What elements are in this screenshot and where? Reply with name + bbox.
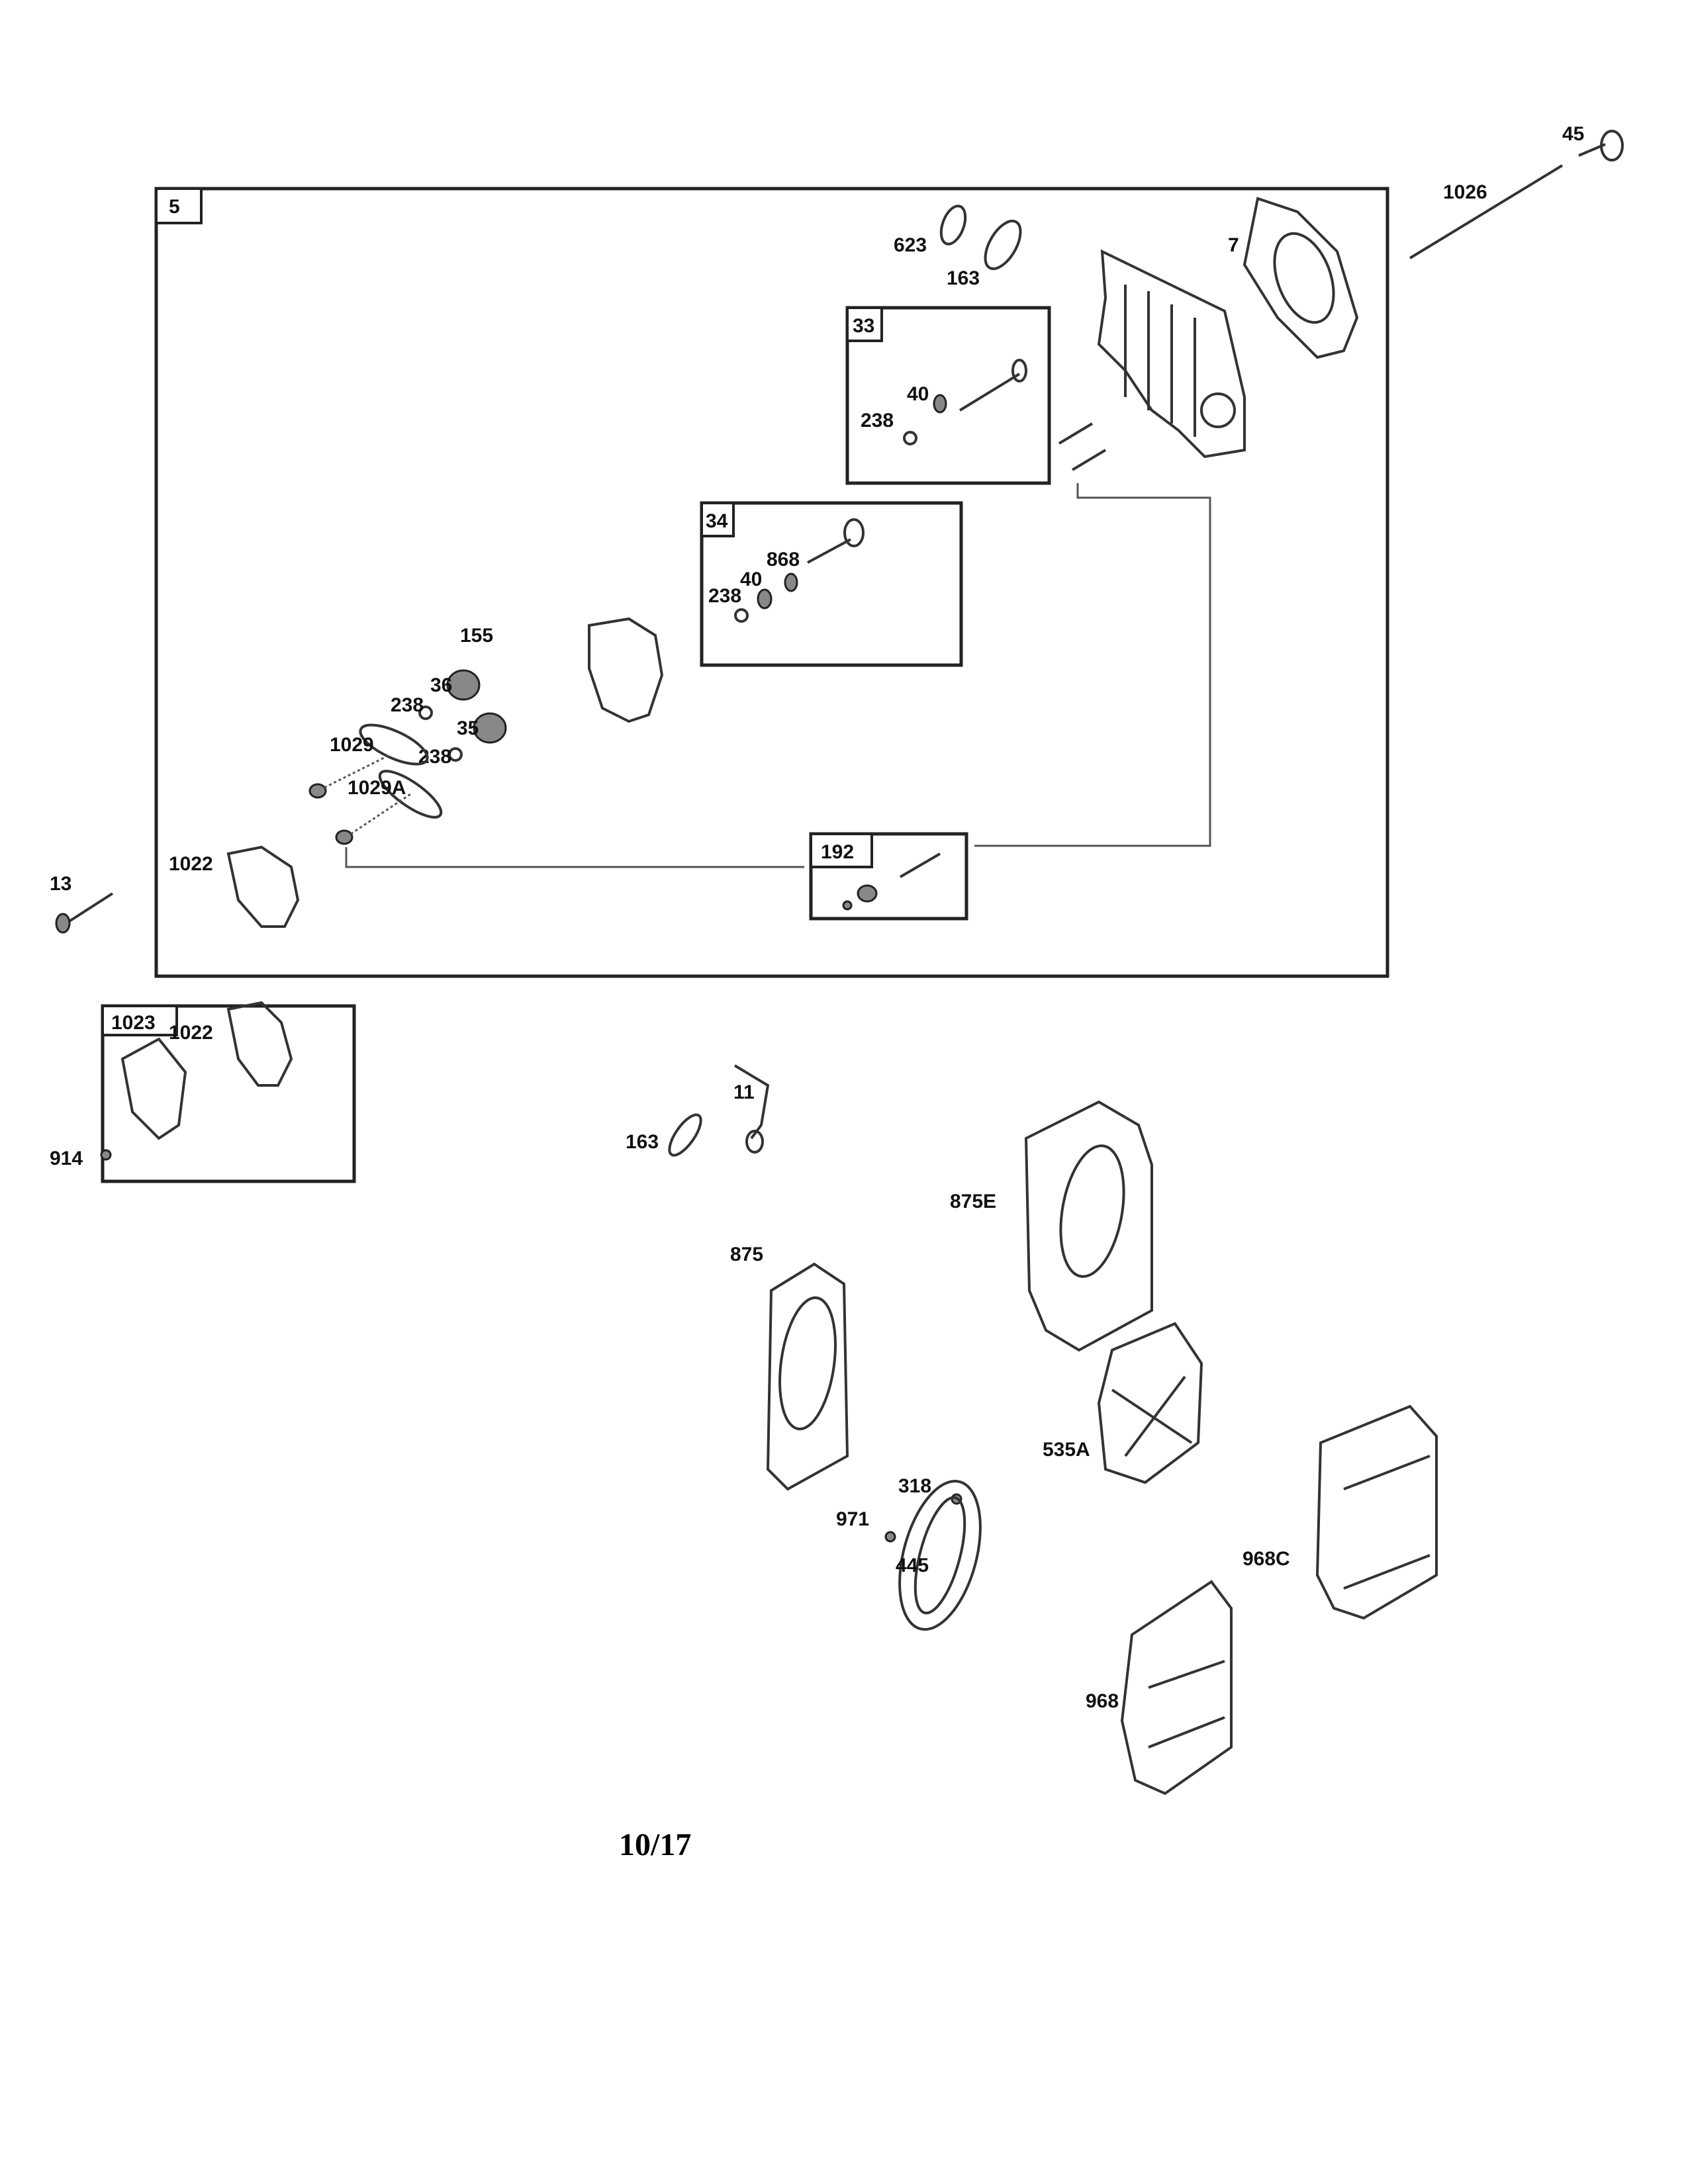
part-1029A-rocker-arm: 1029A xyxy=(348,770,443,819)
part-535A-pre-cleaner: 535A xyxy=(1043,1322,1203,1484)
part-875-air-cleaner-base: 875 xyxy=(730,1244,849,1491)
group-label-1023: 1023 xyxy=(111,1012,156,1034)
part-623-ring: 623 xyxy=(894,205,967,256)
part-label-155: 155 xyxy=(460,625,493,647)
part-238-retainer-c: 238 xyxy=(391,694,433,720)
rocker-studs xyxy=(308,753,411,845)
part-label-1022-kit: 1022 xyxy=(169,1022,213,1044)
part-label-318: 318 xyxy=(898,1475,931,1497)
part-label-1029A: 1029A xyxy=(348,777,406,799)
part-label-238-c: 238 xyxy=(391,694,424,716)
part-label-40-b: 40 xyxy=(740,569,762,590)
part-155-valve-cover: 155 xyxy=(460,617,664,723)
part-label-1022-main: 1022 xyxy=(169,853,213,875)
page-number: 10/17 xyxy=(619,1827,692,1862)
part-label-445: 445 xyxy=(896,1555,929,1576)
part-label-1029: 1029 xyxy=(330,734,374,756)
group-label-192: 192 xyxy=(821,841,854,863)
part-445-air-filter: 445 xyxy=(896,1480,982,1631)
part-971-screw: 971 xyxy=(836,1508,896,1543)
part-875E-air-cleaner-base: 875E xyxy=(950,1100,1153,1352)
part-45-bolt: 45 xyxy=(1562,123,1624,161)
part-label-238-a: 238 xyxy=(861,410,894,432)
part-label-238-b: 238 xyxy=(708,585,741,607)
part-label-971: 971 xyxy=(836,1508,869,1530)
part-label-875: 875 xyxy=(730,1244,763,1265)
part-label-623: 623 xyxy=(894,234,927,256)
part-label-868: 868 xyxy=(767,549,800,570)
part-label-36: 36 xyxy=(430,674,452,696)
cylinder-head xyxy=(1097,249,1246,459)
rocker-stud-kit-192: 192 xyxy=(809,832,968,921)
part-label-914: 914 xyxy=(50,1148,83,1169)
part-1022-gasket-main: 1022 xyxy=(169,845,300,928)
part-36-spring: 36 xyxy=(430,669,481,701)
part-13-bolt: 13 xyxy=(50,873,114,934)
part-label-163-top: 163 xyxy=(947,267,980,289)
valve-kit-33: 33 40 238 xyxy=(845,306,1051,485)
group-label-33: 33 xyxy=(853,315,874,337)
part-163-gasket-bottom: 163 xyxy=(626,1113,702,1157)
part-label-1026: 1026 xyxy=(1443,181,1487,203)
leader-line-stud-to-192 xyxy=(345,847,804,868)
part-968C-air-cleaner-cover: 968C xyxy=(1243,1404,1438,1620)
valve-cover-kit-1023: 1023 1022 xyxy=(101,1001,356,1183)
main-assembly-frame: 5 xyxy=(154,187,1389,978)
leader-line-head-to-192 xyxy=(974,483,1211,847)
part-35-spring: 35 xyxy=(457,712,507,744)
group-label-main-assembly: 5 xyxy=(169,196,180,218)
valve-kit-34: 34 868 40 238 xyxy=(700,501,963,667)
part-label-968C: 968C xyxy=(1243,1548,1290,1570)
part-label-13: 13 xyxy=(50,873,71,895)
part-1026-rod: 1026 xyxy=(1409,164,1564,259)
part-label-35: 35 xyxy=(457,717,479,739)
part-318-screw: 318 xyxy=(898,1475,962,1505)
part-label-40-a: 40 xyxy=(907,383,929,405)
part-label-163-bottom: 163 xyxy=(626,1131,659,1153)
part-label-968: 968 xyxy=(1086,1690,1119,1712)
part-163-gasket-top: 163 xyxy=(947,219,1022,289)
part-1029-rocker-arm: 1029 xyxy=(330,723,429,766)
part-968-air-cleaner-cover: 968 xyxy=(1086,1580,1233,1796)
push-rods xyxy=(1058,422,1107,471)
part-label-535A: 535A xyxy=(1043,1439,1090,1461)
group-label-34: 34 xyxy=(706,510,728,532)
part-label-7: 7 xyxy=(1228,234,1239,256)
part-914-screw: 914 xyxy=(50,1148,112,1169)
part-label-875E: 875E xyxy=(950,1191,996,1212)
part-label-45: 45 xyxy=(1562,123,1584,145)
part-11-elbow: 11 xyxy=(733,1064,770,1154)
part-label-11: 11 xyxy=(733,1081,755,1103)
part-7-head-gasket: 7 xyxy=(1228,197,1359,359)
